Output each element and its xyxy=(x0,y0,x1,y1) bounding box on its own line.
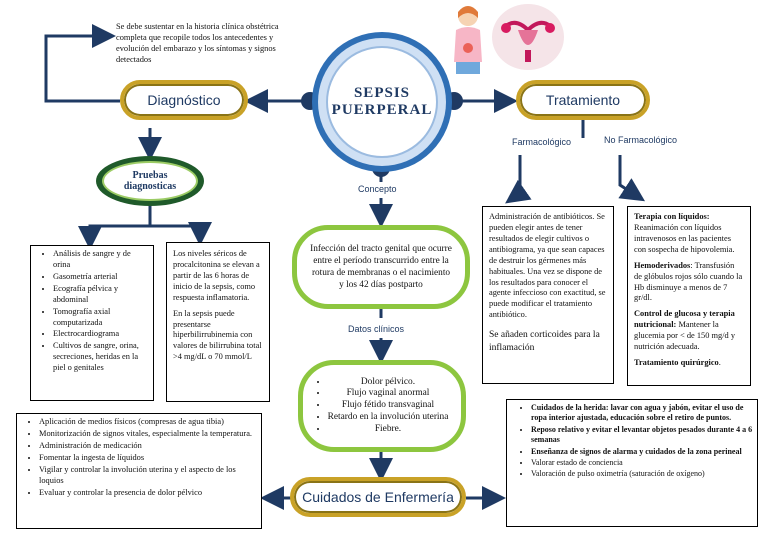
list-item: Dolor pélvico. xyxy=(328,377,449,389)
tratamiento-node: Tratamiento xyxy=(516,80,650,120)
pruebas-line2: diagnosticas xyxy=(123,181,177,192)
list-item: Monitorización de signos vitales, especi… xyxy=(39,429,257,440)
list-item: Enseñanza de signos de alarma y cuidados… xyxy=(531,447,753,457)
cuidados-left-box: Aplicación de medios físicos (compresas … xyxy=(16,413,262,529)
farmacologico-box: Administración de antibióticos. Se puede… xyxy=(482,206,614,384)
concepto-label: Concepto xyxy=(358,184,397,194)
intro-note: Se debe sustentar en la historia clínica… xyxy=(116,22,279,64)
liquidos-text: Reanimación con líquidos intravenosos en… xyxy=(634,222,735,254)
tests-box: Análisis de sangre y de orina Gasometría… xyxy=(30,245,154,401)
center-title-line2: PUERPERAL xyxy=(331,102,433,118)
list-item: Retardo en la involución uterina xyxy=(328,412,449,424)
diagnostico-node: Diagnóstico xyxy=(120,80,248,120)
lab-values-box: Los niveles séricos de procalcitonina se… xyxy=(166,242,270,402)
list-item: Tomografía axial computarizada xyxy=(53,307,149,329)
list-item: Valorar estado de conciencia xyxy=(531,458,753,468)
list-item: Electrocardiograma xyxy=(53,329,149,340)
quirurgico-title: Tratamiento quirúrgico xyxy=(634,358,719,368)
hiperbilirrubinemia-text: En la sepsis puede presentarse hiperbili… xyxy=(173,308,262,362)
concepto-node: Infección del tracto genital que ocurre … xyxy=(292,225,470,309)
glucosa-text: Mantener la glucemia por < de 150 mg/d y… xyxy=(634,320,736,352)
no-farmacologico-box: Terapia con líquidos: Reanimación con lí… xyxy=(627,206,751,386)
woman-pain-illustration xyxy=(446,2,490,76)
antibioticos-text: Administración de antibióticos. Se puede… xyxy=(489,212,606,320)
hemoderivados-text: : Transfusión de glóbulos rojos sólo cua… xyxy=(634,260,743,303)
list-item: Aplicación de medios físicos (compresas … xyxy=(39,417,257,428)
concepto-text: Infección del tracto genital que ocurre … xyxy=(310,243,452,291)
hemoderivados-title: Hemoderivados xyxy=(634,260,691,270)
tests-list: Análisis de sangre y de orina Gasometría… xyxy=(31,249,153,374)
pruebas-line1: Pruebas xyxy=(132,170,168,181)
list-item: Valoración de pulso oximetría (saturació… xyxy=(531,469,753,479)
cuidados-right-list: Cuidados de la herida: lavar con agua y … xyxy=(507,403,757,480)
list-item: Cuidados de la herida: lavar con agua y … xyxy=(531,403,753,424)
glucosa-title: Control de glucosa y terapia nutricional… xyxy=(634,309,735,330)
no-farmacologico-label: No Farmacológico xyxy=(604,135,678,145)
list-item: Flujo vaginal anormal xyxy=(328,388,449,400)
liquidos-title: Terapia con líquidos: xyxy=(634,212,710,221)
procalcitonina-text: Los niveles séricos de procalcitonina se… xyxy=(173,249,260,302)
list-item: Evaluar y controlar la presencia de dolo… xyxy=(39,488,257,499)
uterus-illustration xyxy=(492,4,564,70)
datos-clinicos-list: Dolor pélvico. Flujo vaginal anormal Flu… xyxy=(316,377,449,436)
list-item: Administración de medicación xyxy=(39,441,257,452)
list-item: Análisis de sangre y de orina xyxy=(53,249,149,271)
list-item: Reposo relativo y evitar el levantar obj… xyxy=(531,425,753,446)
cuidados-right-box: Cuidados de la herida: lavar con agua y … xyxy=(506,399,758,527)
center-title-line1: SEPSIS xyxy=(353,85,411,101)
list-item: Fomentar la ingesta de líquidos xyxy=(39,453,257,464)
datos-clinicos-node: Dolor pélvico. Flujo vaginal anormal Flu… xyxy=(298,360,466,452)
list-item: Ecografía pélvica y abdominal xyxy=(53,284,149,306)
pruebas-node: Pruebas diagnosticas xyxy=(96,156,204,206)
center-core: SEPSIS PUERPERAL xyxy=(326,46,438,158)
cuidados-node: Cuidados de Enfermería xyxy=(290,477,466,517)
list-item: Fiebre. xyxy=(328,424,449,436)
list-item: Gasometría arterial xyxy=(53,272,149,283)
list-item: Flujo fétido transvaginal xyxy=(328,400,449,412)
quirurgico-end: . xyxy=(718,358,721,368)
cuidados-left-list: Aplicación de medios físicos (compresas … xyxy=(17,417,261,498)
list-item: Vigilar y controlar la involución uterin… xyxy=(39,465,257,487)
corticoides-text: Se añaden corticoides para la inflamació… xyxy=(489,330,600,353)
datos-clinicos-label: Datos clínicos xyxy=(348,324,405,334)
farmacologico-label: Farmacológico xyxy=(512,137,572,147)
list-item: Cultivos de sangre, orina, secreciones, … xyxy=(53,341,149,374)
